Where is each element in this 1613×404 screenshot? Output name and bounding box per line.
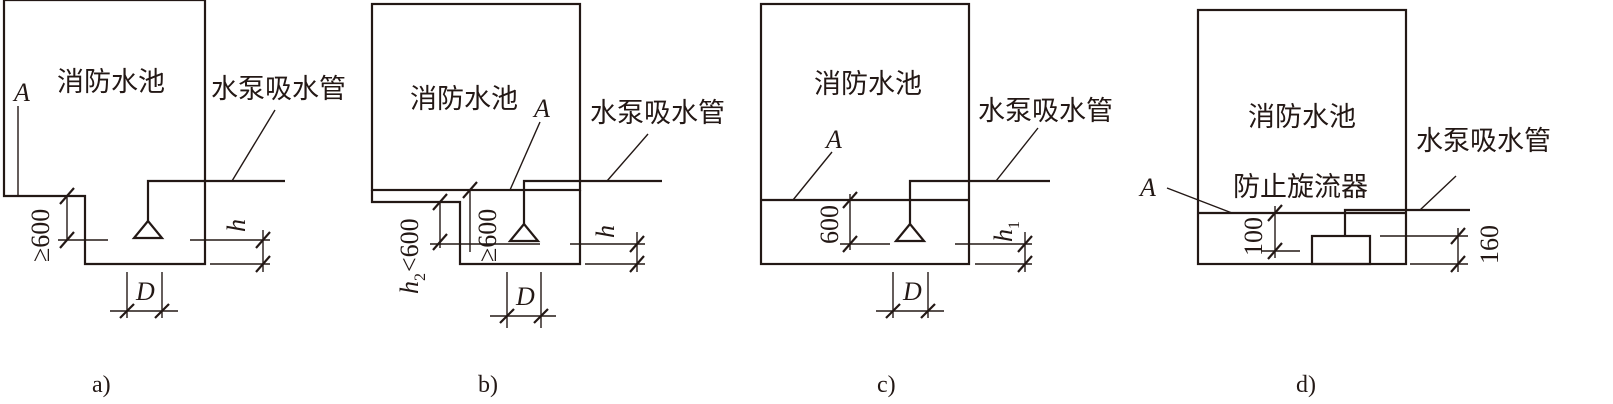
pool-a-outline (2, 0, 207, 266)
pool-b-step (370, 190, 582, 266)
dim-D-c: D (902, 277, 922, 306)
point-label-c: A (824, 125, 842, 154)
panel-a: 消防水池 水泵吸水管 A ≥600 h D a) (2, 0, 346, 398)
a-leader-d (1166, 187, 1233, 214)
pool-c-body (759, 2, 971, 266)
point-label-d: A (1138, 173, 1156, 202)
dim-100-d: 100 (1239, 217, 1268, 256)
pipe-label-c: 水泵吸水管 (978, 96, 1113, 127)
caption-d: d) (1296, 372, 1316, 398)
pipe-label-a: 水泵吸水管 (211, 74, 346, 105)
dim-D-a: D (135, 277, 155, 306)
a-leader-c (792, 151, 833, 201)
pool-label-c: 消防水池 (814, 69, 922, 100)
bellmouth-b (507, 222, 541, 243)
dim-600-c: 600 (815, 205, 844, 244)
panel-d: 消防水池 水泵吸水管 防止旋流器 A 100 160 d) (1138, 8, 1551, 398)
pipe-leader-a (231, 109, 276, 182)
dim-h-b: h (591, 225, 620, 238)
svg-text:1: 1 (1006, 221, 1023, 229)
device-label-d: 防止旋流器 (1233, 172, 1368, 203)
dim-depth-a: ≥600 (26, 209, 55, 262)
point-label-b: A (532, 94, 550, 123)
svg-text:h: h (989, 229, 1018, 242)
dim-160-d: 160 (1475, 225, 1504, 264)
pipe-leader-b (606, 133, 649, 182)
pipe-c (908, 179, 1050, 224)
bellmouth-a (131, 219, 165, 240)
anti-vortex-device-d (1310, 234, 1372, 266)
pipe-d (1343, 208, 1470, 236)
pipe-label-d: 水泵吸水管 (1416, 126, 1551, 157)
dim-depth-b: ≥600 (473, 209, 502, 262)
svg-text:<600: <600 (395, 218, 424, 272)
pool-label-d: 消防水池 (1248, 102, 1356, 133)
panel-b: 消防水池 水泵吸水管 A h 2 <600 ≥600 h D b) (370, 2, 725, 398)
dim-h-a: h (222, 219, 251, 232)
pool-label-b: 消防水池 (410, 84, 518, 115)
pipe-b (522, 179, 662, 224)
point-label-a: A (12, 78, 30, 107)
svg-text:h: h (395, 281, 424, 294)
caption-a: a) (92, 372, 111, 398)
caption-c: c) (877, 372, 896, 398)
caption-b: b) (478, 372, 498, 398)
dim-D-b: D (515, 282, 535, 311)
panel-c: 消防水池 水泵吸水管 A 600 h 1 D c) (759, 2, 1113, 398)
pipe-a (146, 179, 285, 221)
pipe-leader-c (995, 127, 1039, 182)
bellmouth-c (893, 222, 927, 243)
pipe-label-b: 水泵吸水管 (590, 98, 725, 129)
a-leader-b (509, 121, 541, 191)
pipe-leader-d (1419, 175, 1457, 211)
dim-h1-c: h 1 (989, 221, 1023, 242)
svg-text:2: 2 (412, 273, 429, 281)
pool-label-a: 消防水池 (57, 67, 165, 98)
dim-h2-b: h 2 <600 (395, 218, 429, 294)
pool-d-body (1196, 8, 1408, 266)
